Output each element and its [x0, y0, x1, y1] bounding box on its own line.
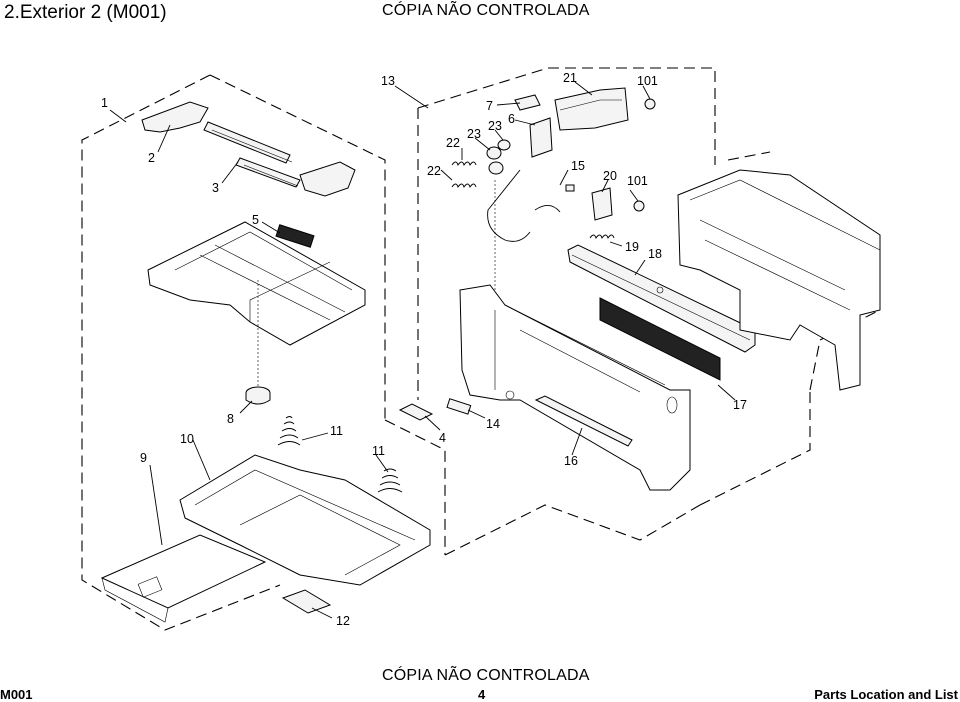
- callout-22b: 22: [427, 164, 441, 178]
- leader-lines: [109, 81, 736, 619]
- callout-17: 17: [733, 398, 747, 412]
- callout-numbers: 1 2 3 5 13 7 6 21 101 23 23 22 22 15 20 …: [101, 71, 747, 628]
- callout-11a: 11: [330, 424, 343, 438]
- callout-1: 1: [101, 96, 108, 110]
- callout-11b: 11: [372, 444, 385, 458]
- callout-14: 14: [486, 417, 500, 431]
- callout-7: 7: [486, 99, 493, 113]
- callout-12: 12: [336, 614, 350, 628]
- callout-101a: 101: [637, 74, 658, 88]
- callout-16: 16: [564, 454, 578, 468]
- callout-23b: 23: [467, 127, 481, 141]
- part-roller-assembly: [451, 87, 656, 300]
- callout-4: 4: [439, 431, 446, 445]
- callout-6: 6: [508, 112, 515, 126]
- callout-23a: 23: [488, 119, 502, 133]
- part-cover-plate: [100, 534, 267, 623]
- callout-8: 8: [227, 412, 234, 426]
- part-label-sheet: [281, 589, 332, 614]
- callout-101b: 101: [627, 174, 648, 188]
- part-rear-housing: [677, 169, 881, 391]
- callout-20: 20: [603, 169, 617, 183]
- callout-9: 9: [140, 451, 147, 465]
- footer-section: Parts Location and List: [814, 687, 958, 702]
- part-front-frame: [459, 284, 691, 491]
- callout-18: 18: [648, 247, 662, 261]
- part-strip: [534, 395, 633, 447]
- part-window-panel: [599, 297, 721, 381]
- callout-10: 10: [180, 432, 194, 446]
- callout-21: 21: [563, 71, 577, 85]
- part-bar: [567, 244, 756, 353]
- callout-5: 5: [252, 213, 259, 227]
- part-14: [446, 398, 472, 415]
- part-document-tray: [147, 221, 366, 346]
- page-title: 2.Exterior 2 (M001): [4, 2, 167, 23]
- callout-2: 2: [148, 151, 155, 165]
- part-top-guide: [141, 101, 356, 197]
- part-springs: [277, 416, 403, 493]
- part-4: [398, 403, 434, 421]
- callout-15: 15: [571, 159, 585, 173]
- callout-19: 19: [625, 240, 639, 254]
- part-pad: [275, 224, 315, 248]
- part-bottom-base: [179, 454, 431, 586]
- uncontrolled-copy-stamp-bottom: CÓPIA NÃO CONTROLADA: [382, 667, 590, 684]
- callout-13: 13: [381, 74, 395, 88]
- callout-3: 3: [212, 181, 219, 195]
- callout-22a: 22: [446, 136, 460, 150]
- uncontrolled-copy-stamp-top: CÓPIA NÃO CONTROLADA: [382, 2, 590, 19]
- footer-model: M001: [0, 687, 33, 702]
- footer-page-number: 4: [478, 687, 486, 702]
